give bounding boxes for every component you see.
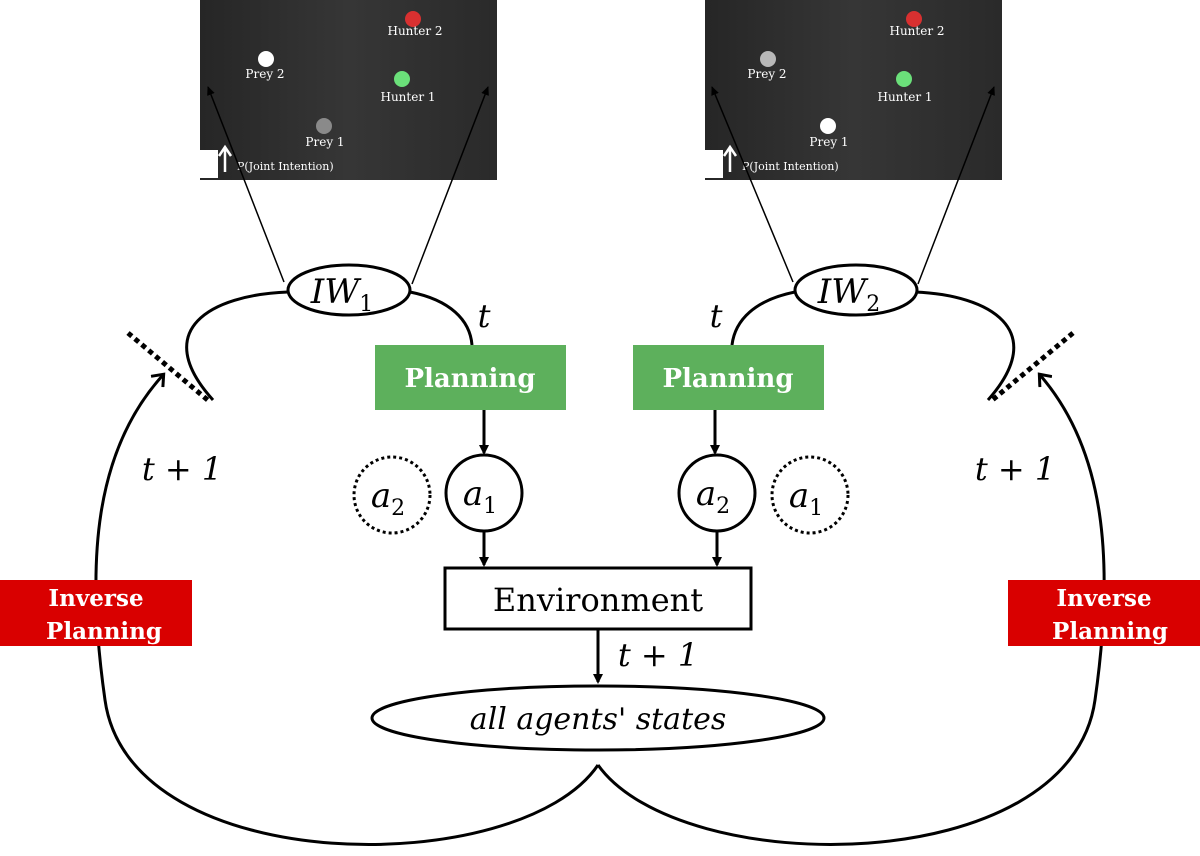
svg-text:IW2: IW2 xyxy=(817,272,880,317)
left-action-node xyxy=(444,453,524,533)
right-inverse-planning-box xyxy=(1008,580,1200,646)
right-t-label: t xyxy=(710,297,723,335)
left-dotted-cut xyxy=(126,331,212,404)
right-screen-background xyxy=(705,0,1002,180)
left-simulation-screen: Hunter 2 Prey 2 Hunter 1 Prey 1 P(Joint … xyxy=(200,0,497,180)
left-projection-line-right xyxy=(411,86,489,285)
left-iw-subscript: 1 xyxy=(359,292,373,317)
right-hunter2-dot xyxy=(906,11,922,27)
right-loop-upper xyxy=(914,290,1016,401)
left-hunter1-label: Hunter 1 xyxy=(380,90,435,104)
right-prey2-label: Prey 2 xyxy=(747,67,786,81)
svg-text:a2: a2 xyxy=(696,474,730,519)
right-inverse-label-line1: Inverse xyxy=(1056,585,1151,612)
left-dotted-action-node xyxy=(352,455,432,535)
states-label: all agents' states xyxy=(470,702,727,737)
left-inverse-label-line1: Inverse xyxy=(48,585,143,612)
left-prey1-label: Prey 1 xyxy=(305,135,344,149)
right-joint-up-arrow-icon xyxy=(722,144,738,172)
right-projection-line-left xyxy=(711,86,794,283)
right-hunter1-label: Hunter 1 xyxy=(877,90,932,104)
left-hunter1-dot xyxy=(394,71,410,87)
left-dotted-action-label: a xyxy=(371,476,391,516)
env-t-plus-1-label: t + 1 xyxy=(618,636,698,674)
left-hunter2-dot xyxy=(405,11,421,27)
right-projection-line-right xyxy=(917,86,995,285)
right-joint-label: P(Joint Intention) xyxy=(742,160,839,173)
svg-text:a1: a1 xyxy=(789,476,823,521)
right-feedback-loop xyxy=(596,375,1106,846)
right-iw-to-planning xyxy=(730,290,796,346)
right-dotted-action-node xyxy=(770,455,850,535)
svg-text:a1: a1 xyxy=(463,474,497,519)
left-action-subscript: 1 xyxy=(483,494,497,519)
right-iw-label: IW xyxy=(817,272,869,312)
left-loop-t-plus-1-label: t + 1 xyxy=(142,450,222,488)
right-action-label: a xyxy=(696,474,716,514)
right-planning-box xyxy=(633,345,824,410)
left-feedback-loop xyxy=(94,375,600,846)
left-joint-bar xyxy=(200,150,218,178)
right-iw-node xyxy=(793,263,919,317)
left-iw-node xyxy=(286,263,412,317)
right-joint-bar xyxy=(705,150,723,178)
left-projection-line-left xyxy=(207,86,285,283)
right-inverse-label-line2: Planning xyxy=(1052,618,1168,645)
left-inverse-planning-box xyxy=(0,580,192,646)
right-prey1-dot xyxy=(820,118,836,134)
left-planning-box xyxy=(375,345,566,410)
states-node xyxy=(370,684,826,752)
right-action-subscript: 2 xyxy=(716,494,730,519)
right-loop-t-plus-1-label: t + 1 xyxy=(975,450,1055,488)
left-joint-up-arrow-icon xyxy=(217,144,233,172)
right-planning-label: Planning xyxy=(662,364,793,394)
right-prey2-dot xyxy=(760,51,776,67)
left-iw-label: IW xyxy=(310,272,362,312)
right-hunter1-dot xyxy=(896,71,912,87)
left-prey2-dot xyxy=(258,51,274,67)
right-dotted-action-subscript: 1 xyxy=(809,496,823,521)
left-inverse-label-line2: Planning xyxy=(46,618,162,645)
right-dotted-cut xyxy=(988,331,1075,404)
left-t-label: t xyxy=(478,297,491,335)
left-screen-background xyxy=(200,0,497,180)
left-planning-label: Planning xyxy=(404,364,535,394)
right-action-node xyxy=(677,453,757,533)
right-dotted-action-label: a xyxy=(789,476,809,516)
left-prey2-label: Prey 2 xyxy=(245,67,284,81)
right-prey1-label: Prey 1 xyxy=(809,135,848,149)
right-simulation-screen: Hunter 2 Prey 2 Hunter 1 Prey 1 P(Joint … xyxy=(705,0,1002,180)
left-joint-label: P(Joint Intention) xyxy=(237,160,334,173)
left-action-label: a xyxy=(463,474,483,514)
left-prey1-dot xyxy=(316,118,332,134)
svg-text:IW1: IW1 xyxy=(310,272,373,317)
right-hunter2-label: Hunter 2 xyxy=(889,24,944,38)
svg-text:a2: a2 xyxy=(371,476,405,521)
left-dotted-action-subscript: 2 xyxy=(391,496,405,521)
left-loop-upper xyxy=(185,290,289,402)
left-hunter2-label: Hunter 2 xyxy=(387,24,442,38)
environment-label: Environment xyxy=(493,581,703,619)
left-iw-to-planning xyxy=(409,290,474,346)
right-iw-subscript: 2 xyxy=(866,292,880,317)
